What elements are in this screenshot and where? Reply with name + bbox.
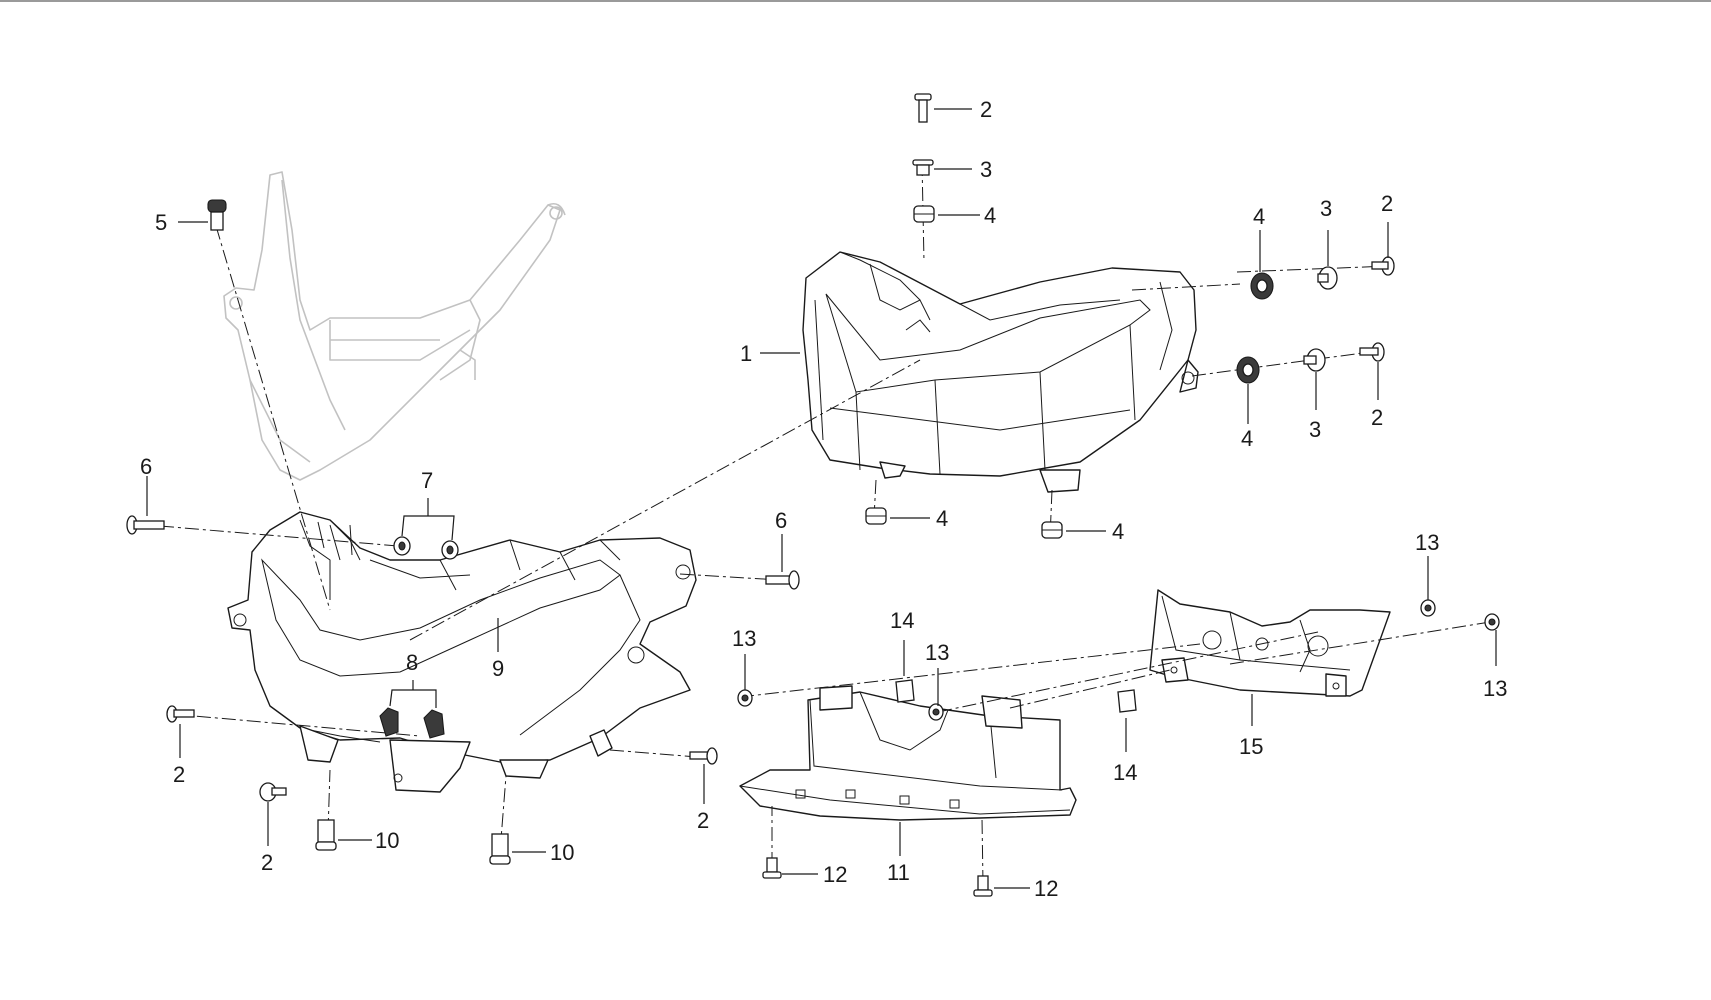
front-cowl [227, 511, 697, 793]
clip-icon [895, 679, 915, 703]
callout-12: 12 [1034, 876, 1058, 901]
callout-2: 2 [261, 850, 273, 875]
grommet-icon [913, 205, 935, 223]
grommet-icon [1250, 272, 1274, 300]
bolt-icon [126, 515, 165, 535]
callout-14: 14 [1113, 760, 1137, 785]
bolt-icon [1371, 256, 1395, 276]
callout-13: 13 [1483, 676, 1507, 701]
bolt-icon [914, 93, 932, 123]
nut-icon [1484, 613, 1500, 631]
callout-2: 2 [1371, 405, 1383, 430]
bolt-icon [973, 875, 993, 897]
callout-2: 2 [980, 97, 992, 122]
callout-13: 13 [732, 626, 756, 651]
clip-icon [423, 709, 445, 739]
callout-2: 2 [173, 762, 185, 787]
callout-13: 13 [1415, 530, 1439, 555]
callout-6: 6 [140, 454, 152, 479]
callout-2: 2 [1381, 191, 1393, 216]
callout-8: 8 [406, 650, 418, 675]
lower-tray [739, 685, 1077, 821]
fasteners [126, 93, 1500, 897]
callout-2: 2 [697, 808, 709, 833]
bolt-icon [765, 570, 800, 590]
callout-9: 9 [492, 656, 504, 681]
nut-icon [441, 540, 459, 560]
grommet-icon [1236, 356, 1260, 384]
bolt-icon [1359, 342, 1385, 362]
bolt-icon [489, 833, 511, 865]
spacer-icon [912, 159, 934, 176]
side-bracket [1149, 589, 1391, 697]
top-border [0, 0, 1711, 2]
callout-11: 11 [887, 860, 910, 885]
callout-3: 3 [1320, 196, 1332, 221]
leader-lines [146, 108, 1497, 889]
callout-15: 15 [1239, 734, 1263, 759]
nut-icon [737, 689, 753, 707]
screw-icon [207, 199, 227, 231]
callout-5: 5 [155, 210, 167, 235]
callout-4: 4 [1112, 519, 1124, 544]
callout-10: 10 [550, 840, 574, 865]
grommet-icon [1041, 521, 1063, 539]
callout-14: 14 [890, 608, 914, 633]
callout-3: 3 [1309, 417, 1321, 442]
bolt-icon [315, 819, 337, 851]
bolt-icon [166, 705, 195, 723]
callout-4: 4 [936, 506, 948, 531]
nut-icon [928, 703, 944, 721]
headlight-unit [802, 251, 1199, 493]
callout-12: 12 [823, 862, 847, 887]
nut-icon [1420, 599, 1436, 617]
callout-4: 4 [1241, 426, 1253, 451]
grommet-icon [865, 507, 887, 525]
ghost-mounting-bracket [223, 171, 566, 481]
nut-icon [393, 536, 411, 556]
spacer-icon [1317, 266, 1338, 290]
callout-13: 13 [925, 640, 949, 665]
clip-icon [379, 707, 399, 737]
spacer-icon [1303, 348, 1326, 372]
bolt-icon [689, 747, 718, 765]
callout-labels: 2 3 4 4 3 2 4 3 2 1 4 4 5 6 7 6 8 9 2 2 … [140, 97, 1507, 901]
callout-6: 6 [775, 508, 787, 533]
callout-1: 1 [740, 341, 752, 366]
callout-10: 10 [375, 828, 399, 853]
screw-icon [259, 782, 287, 802]
callout-4: 4 [984, 203, 996, 228]
bolt-icon [762, 857, 782, 879]
callout-3: 3 [980, 157, 992, 182]
callout-7: 7 [421, 468, 433, 493]
callout-4: 4 [1253, 204, 1265, 229]
clip-icon [1117, 689, 1137, 713]
